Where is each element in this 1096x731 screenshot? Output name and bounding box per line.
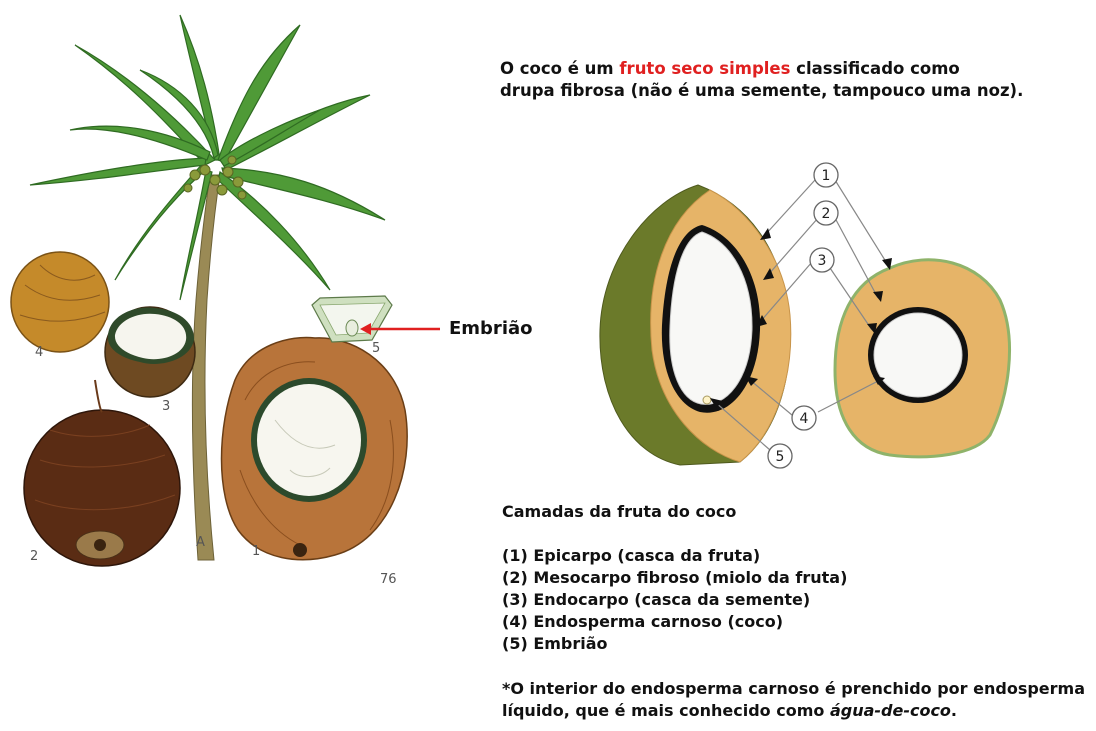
callout-circles bbox=[767, 162, 839, 469]
layers-legend: Camadas da fruta do coco (1) Epicarpo (c… bbox=[502, 501, 847, 655]
legend-title: Camadas da fruta do coco bbox=[502, 502, 737, 521]
callout-4: 4 bbox=[800, 411, 809, 427]
embryo-marker bbox=[345, 319, 359, 337]
embryo-dot bbox=[702, 395, 712, 405]
coconut-half: 3 bbox=[104, 306, 196, 414]
callout-numbers: 1 2 3 4 5 bbox=[776, 168, 831, 465]
callout-arrowheads bbox=[710, 228, 892, 408]
svg-text:76: 76 bbox=[380, 572, 397, 587]
svg-text:1: 1 bbox=[252, 544, 260, 559]
intro-highlight: fruto seco simples bbox=[619, 59, 791, 78]
legend-item: (1) Epicarpo (casca da fruta) bbox=[502, 546, 761, 565]
footnote: *O interior do endosperma carnoso é pren… bbox=[502, 679, 1086, 720]
svg-text:4: 4 bbox=[35, 345, 43, 360]
palm-fronds bbox=[29, 14, 386, 301]
intro-text: O coco é um fruto seco simples classific… bbox=[500, 59, 1024, 100]
legend-item: (2) Mesocarpo fibroso (miolo da fruta) bbox=[502, 568, 848, 587]
callout-lines bbox=[714, 179, 889, 451]
coconut-cluster bbox=[183, 155, 247, 200]
svg-text:2: 2 bbox=[30, 549, 38, 564]
fibrous-coconut-whole: 4 bbox=[10, 251, 110, 360]
embryo-label: Embrião bbox=[449, 318, 533, 339]
coconut-shell-dark: 2 A bbox=[23, 379, 205, 567]
coconut-botanical-illustration: 4 3 2 A 1 5 76 bbox=[10, 14, 440, 587]
callout-2: 2 bbox=[822, 206, 831, 222]
callout-5: 5 bbox=[776, 449, 785, 465]
svg-text:3: 3 bbox=[162, 399, 170, 414]
callout-1: 1 bbox=[822, 168, 831, 184]
embryo-arrow bbox=[360, 323, 440, 335]
svg-text:5: 5 bbox=[372, 341, 380, 356]
svg-text:A: A bbox=[196, 535, 205, 550]
coconut-layers-diagram: 1 2 3 4 5 bbox=[599, 162, 1011, 469]
callout-3: 3 bbox=[818, 253, 827, 269]
legend-item: (4) Endosperma carnoso (coco) bbox=[502, 612, 784, 631]
longitudinal-section bbox=[599, 184, 792, 466]
legend-item: (5) Embrião bbox=[502, 634, 608, 653]
legend-item: (3) Endocarpo (casca da semente) bbox=[502, 590, 811, 609]
cross-section bbox=[833, 258, 1011, 459]
coconut-cross-section: 1 bbox=[220, 336, 408, 561]
